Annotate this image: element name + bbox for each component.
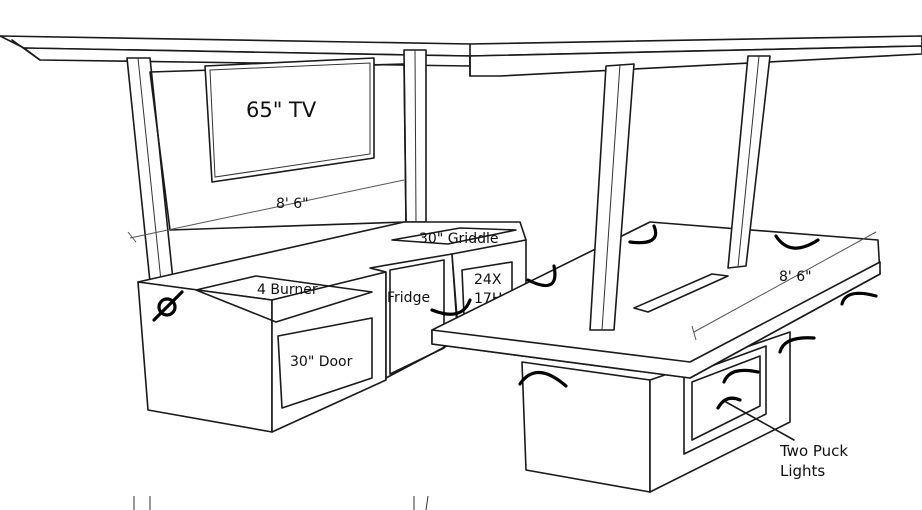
puck-lights-label-line2: Lights [780, 462, 825, 480]
seat-markers [430, 224, 878, 388]
door-label: 30" Door [290, 354, 353, 370]
door-30 [277, 317, 373, 409]
puck-lights-callout [716, 396, 795, 441]
puck-lights-label-line1: Two Puck [779, 442, 848, 460]
fridge-label: Fridge [387, 290, 430, 306]
cabinet-left [137, 271, 387, 433]
back-dimension-line [127, 179, 405, 243]
back-post-right [403, 49, 427, 223]
diameter-symbol [152, 290, 184, 322]
cabinet-fridge [369, 253, 459, 379]
tv-label: 65" TV [246, 98, 317, 122]
bar-top [431, 221, 881, 379]
front-post-right [727, 55, 771, 269]
back-width-label: 8' 6" [276, 196, 309, 212]
bar-width-label: 8' 6" [779, 269, 812, 285]
griddle [391, 227, 517, 245]
bar-slot [633, 273, 729, 313]
griddle-label: 30" Griddle [419, 231, 498, 247]
burner-label: 4 Burner [257, 282, 318, 298]
stray-ticks [133, 495, 429, 510]
burner [195, 275, 373, 323]
bar-dimension-line [691, 231, 877, 341]
tv [204, 57, 375, 183]
front-post-left [589, 63, 635, 331]
drawer-label-top: 24X [474, 272, 502, 288]
back-post-left [126, 57, 174, 283]
